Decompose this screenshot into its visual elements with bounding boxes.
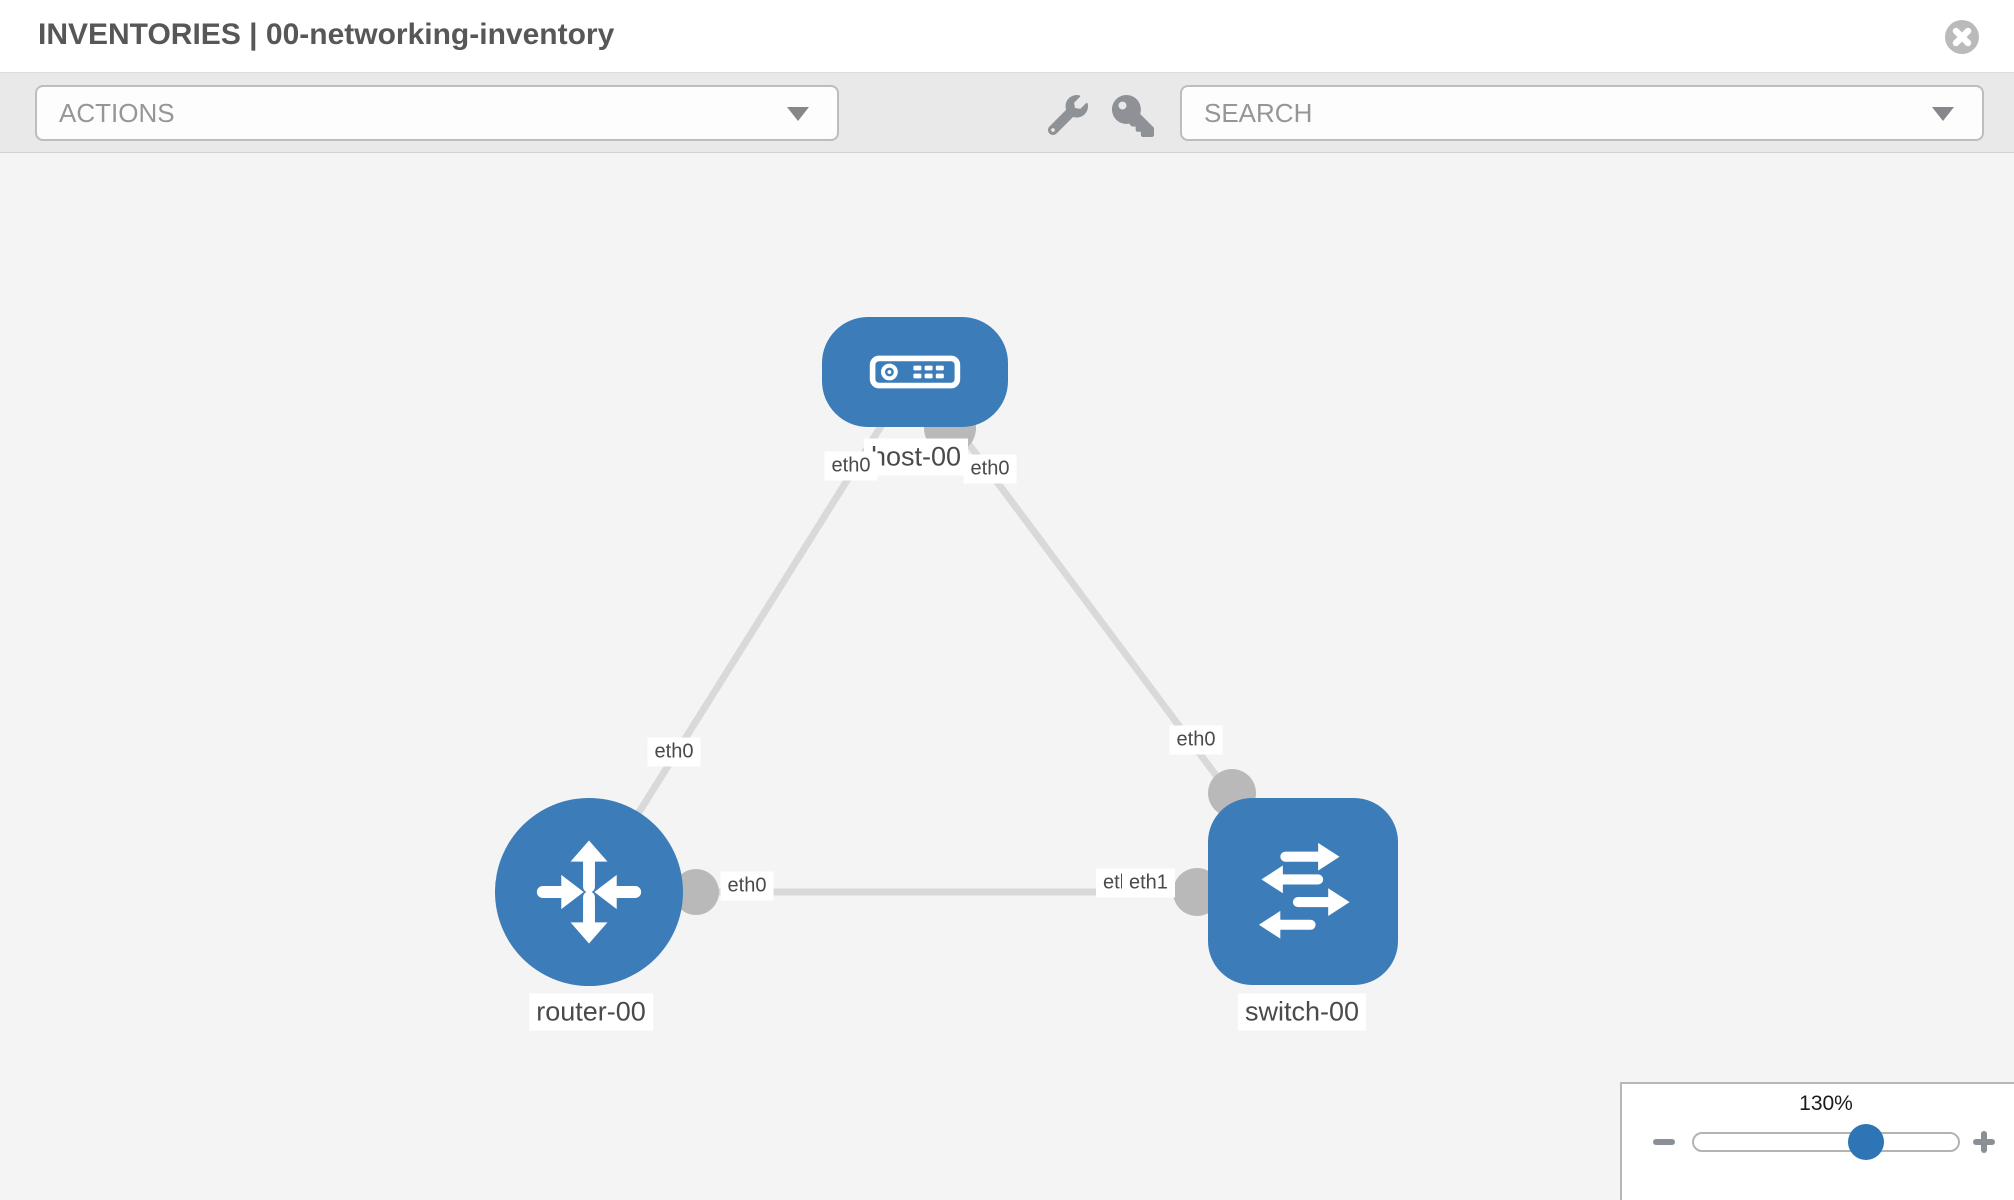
node-label-host: host-00: [863, 438, 969, 476]
zoom-level-value: 130%: [1799, 1092, 1853, 1115]
node-host-00[interactable]: [822, 317, 1008, 427]
minus-icon: [1653, 1139, 1675, 1145]
interface-label-router-to-host: eth0: [647, 737, 701, 767]
zoom-slider-track[interactable]: [1692, 1132, 1960, 1152]
header-bar: INVENTORIES | 00-networking-inventory: [0, 0, 2014, 72]
zoom-out-button[interactable]: [1650, 1128, 1678, 1156]
key-icon: [1112, 95, 1154, 137]
actions-dropdown-label: ACTIONS: [59, 98, 175, 128]
interface-label-switch-to-router: eth1: [1122, 868, 1175, 898]
zoom-in-button[interactable]: [1970, 1128, 1998, 1156]
port-router-eth0[interactable]: [673, 869, 719, 915]
actions-dropdown[interactable]: ACTIONS: [35, 85, 839, 141]
search-dropdown-label: SEARCH: [1204, 98, 1313, 128]
plus-icon: [1973, 1131, 1995, 1153]
configure-button[interactable]: [1047, 95, 1088, 136]
interface-label-host-to-switch: eth0: [963, 454, 1017, 484]
node-router-00[interactable]: [495, 798, 683, 986]
node-switch-00[interactable]: [1208, 798, 1398, 985]
credentials-button[interactable]: [1112, 95, 1154, 137]
close-icon: [1945, 20, 1979, 54]
interface-label-router-to-switch: eth0: [720, 871, 774, 901]
topology-canvas[interactable]: host-00 router-00 switch-00 eth0 eth0 et…: [0, 153, 2014, 1200]
search-dropdown[interactable]: SEARCH: [1180, 85, 1984, 141]
node-label-router: router-00: [529, 993, 653, 1031]
chevron-down-icon: [1932, 107, 1954, 121]
interface-label-host-to-router: eth0: [824, 451, 878, 481]
host-icon: [869, 355, 961, 389]
zoom-control-panel: 130%: [1620, 1082, 2014, 1200]
page-title: INVENTORIES | 00-networking-inventory: [38, 18, 615, 51]
wrench-icon: [1047, 95, 1088, 136]
zoom-slider-thumb[interactable]: [1848, 1124, 1884, 1160]
interface-label-switch-to-host: eth0: [1169, 725, 1223, 755]
router-icon: [536, 840, 642, 944]
chevron-down-icon: [787, 107, 809, 121]
close-button[interactable]: [1944, 19, 1980, 55]
switch-icon: [1258, 842, 1350, 939]
node-label-switch: switch-00: [1237, 993, 1367, 1031]
toolbar: ACTIONS SEARCH: [0, 72, 2014, 153]
topology-links-layer: [586, 369, 1306, 916]
